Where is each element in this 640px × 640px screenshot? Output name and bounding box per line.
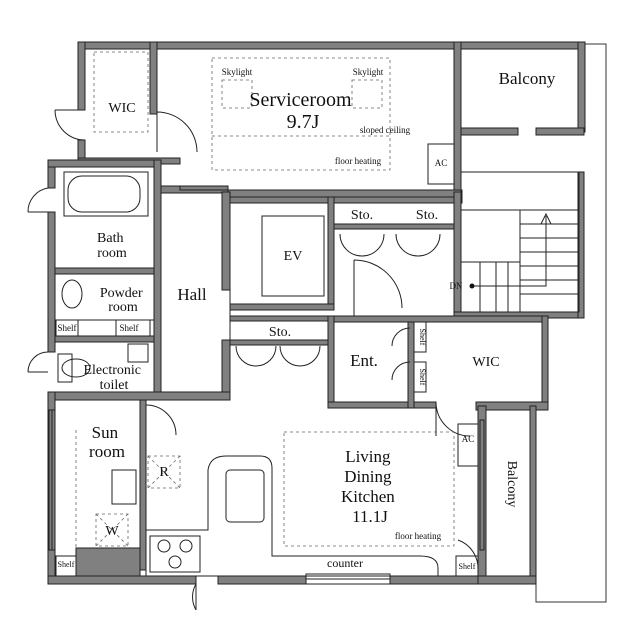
shelf-ent-bottom-label: Shelf [418, 369, 427, 386]
sto-hall-label: Sto. [269, 325, 291, 340]
shelf-sun-label: Shelf [58, 560, 75, 569]
staircase [460, 171, 580, 313]
sun-room-label: Sun room [89, 423, 125, 461]
serviceroom-label: Serviceroom 9.7J [249, 89, 356, 133]
shelf-powder-left-label: Shelf [58, 323, 77, 333]
balcony-right-label: Balcony [504, 461, 519, 508]
r-label: R [159, 465, 169, 480]
shelf-powder-right-label: Shelf [120, 323, 139, 333]
powder-room-label: Powder room [100, 286, 146, 315]
hall-label: Hall [177, 285, 207, 304]
doors [27, 109, 479, 611]
ac-ldk-label: AC [462, 434, 475, 444]
ev-label: EV [284, 249, 303, 264]
ev-shaft [261, 215, 325, 297]
ldk-label: Living Dining Kitchen 11.1J [341, 447, 399, 526]
sto-left-label: Sto. [351, 208, 373, 223]
shelf-ent-top-label: Shelf [418, 329, 427, 346]
shelf-boxes [55, 143, 479, 577]
floor-heating-top-label: floor heating [335, 156, 382, 166]
ent-label: Ent. [350, 351, 378, 370]
counter-label: counter [327, 556, 363, 570]
sto-right-label: Sto. [416, 208, 438, 223]
floor-heating-ldk-label: floor heating [395, 531, 442, 541]
shelf-ldk-label: Shelf [459, 562, 476, 571]
fixtures [55, 171, 439, 577]
ac-top-label: AC [435, 158, 448, 168]
dn-label: DN [450, 281, 463, 291]
walls [47, 41, 586, 585]
dashed-outlines [75, 51, 455, 550]
skylight-right-label: Skylight [353, 67, 384, 77]
skylight-left-label: Skylight [222, 67, 253, 77]
sloped-ceiling-label: sloped ceiling [360, 125, 411, 135]
windows [48, 185, 485, 585]
bath-room-label: Bath room [97, 231, 127, 261]
wic-top-label: WIC [108, 101, 135, 116]
electronic-toilet-label: Electronic toilet [83, 363, 144, 393]
wic-right-label: WIC [472, 355, 499, 370]
balcony-top-label: Balcony [499, 69, 556, 88]
w-label: W [105, 524, 119, 539]
